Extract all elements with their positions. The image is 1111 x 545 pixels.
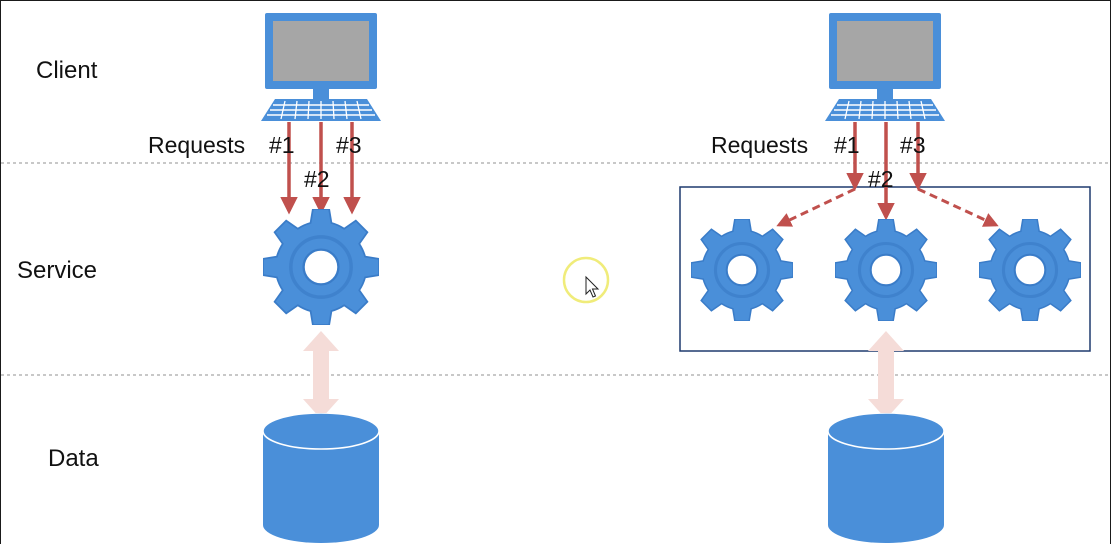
mouse-cursor-icon: [562, 256, 610, 304]
right-gear-icon-3: [979, 219, 1081, 321]
right-database-icon: [828, 413, 944, 543]
right-route-arrow-right: [917, 187, 999, 227]
left-request-3-label: #3: [336, 132, 362, 158]
right-laptop-icon: [825, 13, 945, 122]
left-request-2-label: #2: [304, 166, 330, 192]
left-laptop-icon: [261, 13, 381, 122]
left-data-link-arrow: [303, 331, 339, 419]
tier-label-client: Client: [36, 57, 98, 84]
tier-label-service: Service: [17, 257, 98, 284]
right-requests-label: Requests: [711, 132, 809, 158]
right-route-arrow-left: [776, 187, 856, 227]
right-request-3-label: #3: [900, 132, 926, 158]
right-request-2-label: #2: [868, 166, 894, 192]
left-gear-icon: [263, 209, 379, 325]
tier-label-data: Data: [48, 445, 99, 472]
right-gear-icon-2: [835, 219, 937, 321]
left-request-1-label: #1: [269, 132, 295, 158]
left-requests-label: Requests: [148, 132, 246, 158]
right-data-link-arrow: [868, 331, 904, 419]
right-gear-icon-1: [691, 219, 793, 321]
left-database-icon: [263, 413, 379, 543]
right-request-1-label: #1: [834, 132, 860, 158]
